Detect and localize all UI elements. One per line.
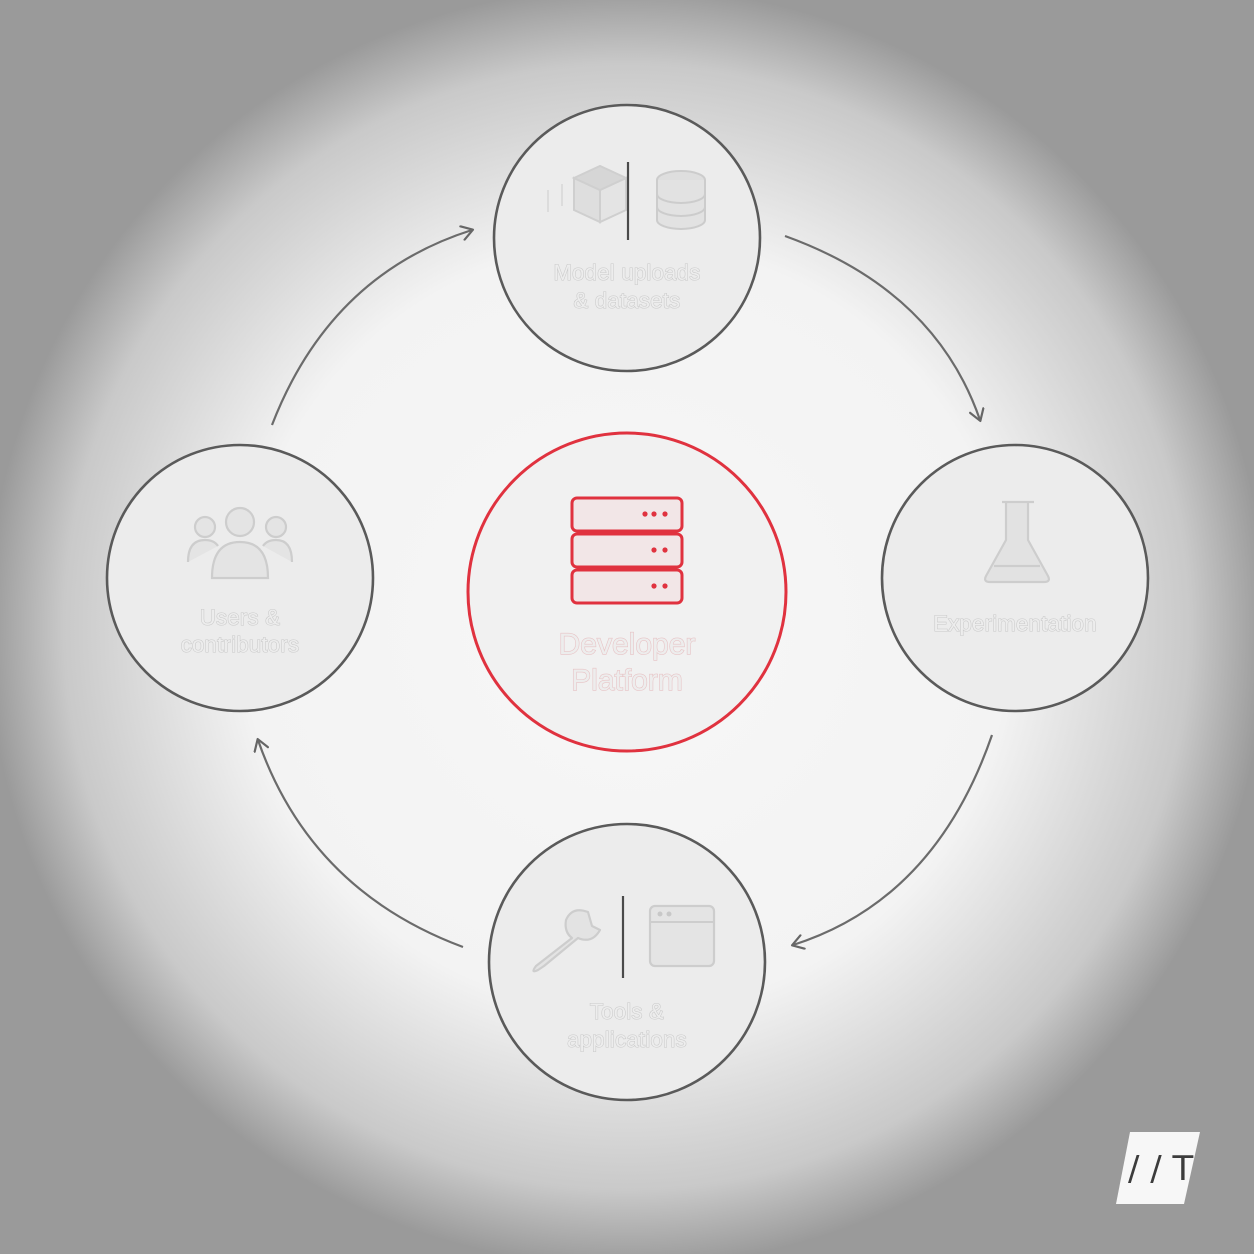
node-tools-applications: Tools & applications <box>487 822 767 1102</box>
flask-icon <box>984 500 1050 584</box>
node-label-line1: Experimentation <box>933 611 1096 636</box>
arrow-experimentation-to-tools <box>793 734 994 945</box>
users-icon <box>186 506 294 580</box>
node-developer-platform: Developer Platform <box>466 431 788 753</box>
database-icon <box>656 170 706 230</box>
node-label-line1: Model uploads <box>554 260 701 285</box>
server-stack-icon <box>570 496 684 605</box>
node-users-contributors: Users & contributors <box>105 443 375 713</box>
node-label-line1: Tools & <box>590 999 664 1024</box>
wrench-icon <box>532 909 602 973</box>
node-experimentation: Experimentation <box>880 443 1150 713</box>
cube-icon <box>547 164 629 224</box>
arrow-users-to-models <box>270 230 472 426</box>
arrow-models-to-experimentation <box>784 234 980 420</box>
node-label-line2: & datasets <box>574 288 681 313</box>
node-label-line2: contributors <box>181 632 300 657</box>
app-window-icon <box>648 904 716 968</box>
node-label-line1: Users & <box>200 605 280 630</box>
node-model-uploads: Model uploads & datasets <box>492 103 762 373</box>
logo-text: / / T <box>1128 1149 1194 1189</box>
center-label-line1: Developer <box>559 628 696 661</box>
node-label-line2: applications <box>567 1027 687 1052</box>
brand-logo: / / T <box>1116 1132 1200 1204</box>
arrow-tools-to-users <box>258 740 464 949</box>
center-label-line2: Platform <box>571 664 683 697</box>
